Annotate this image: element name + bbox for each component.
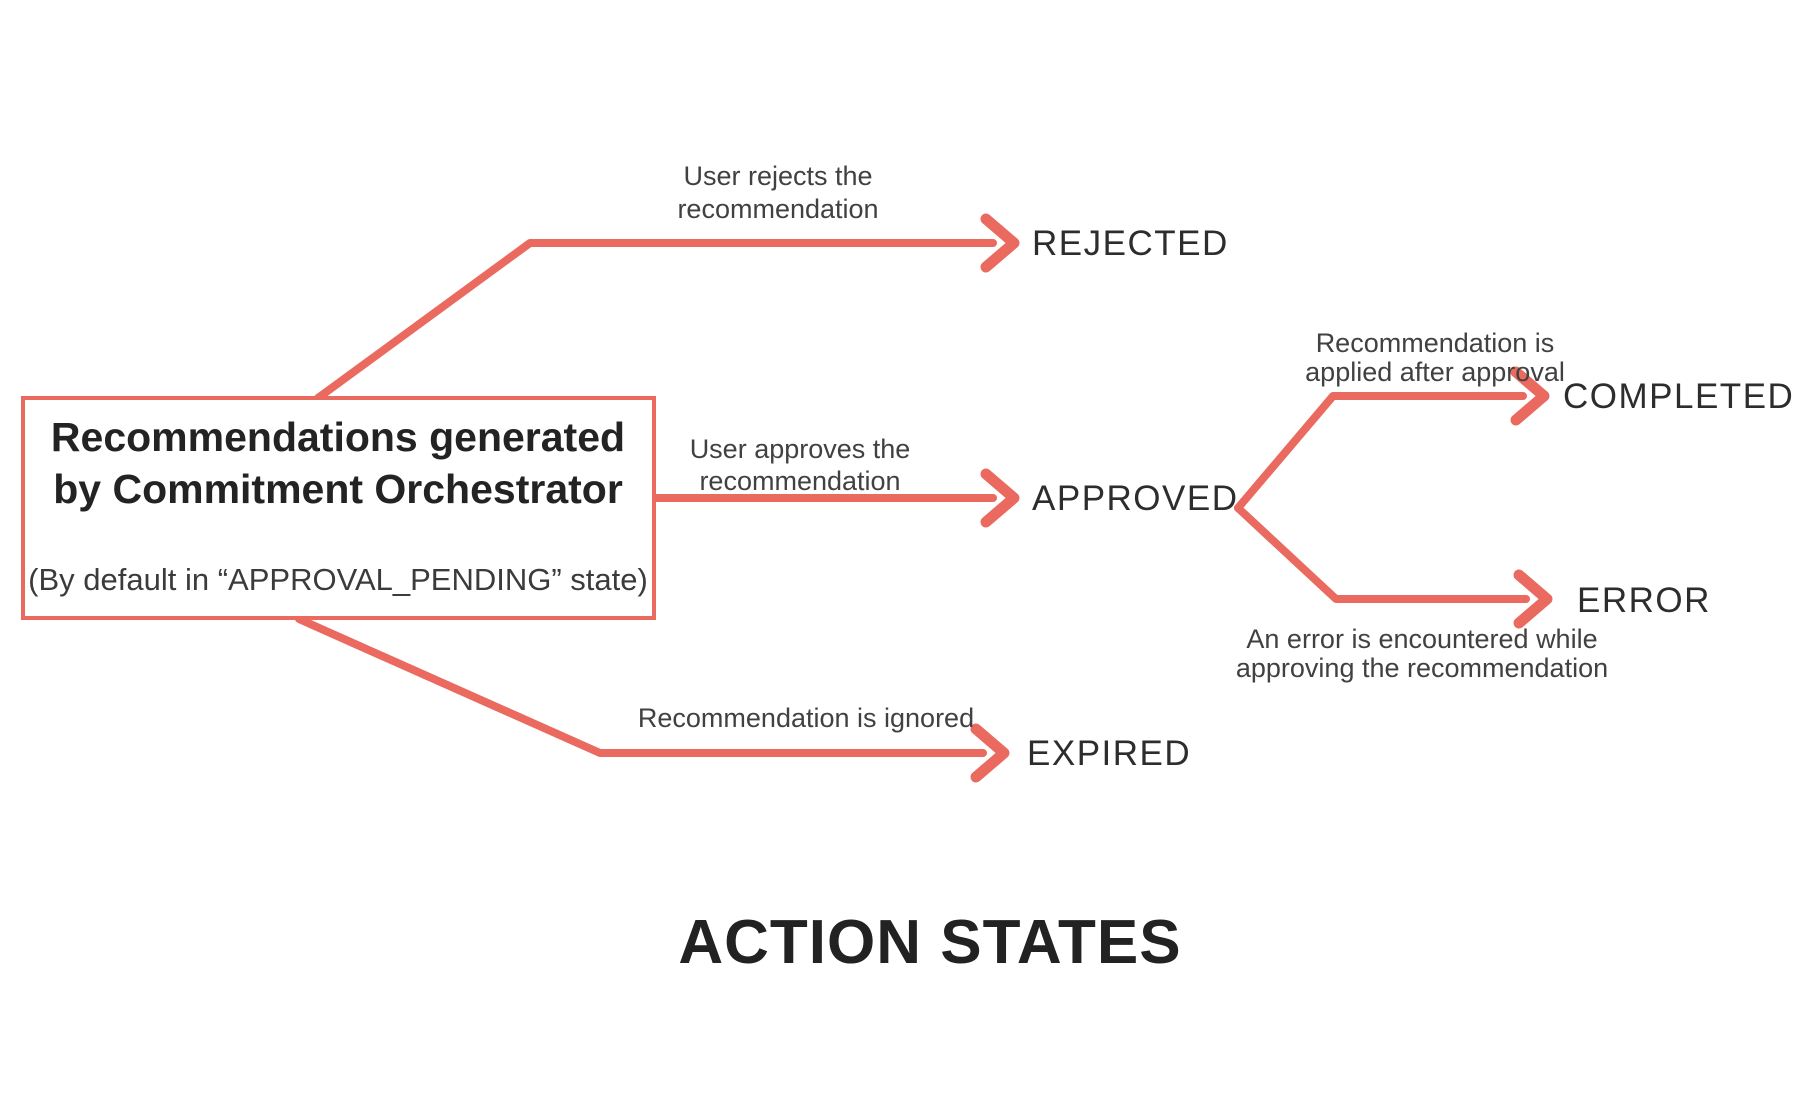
- edge-to-error-line: [1234, 504, 1530, 603]
- edge-to-expired-arrowhead-icon: [970, 723, 1010, 783]
- edge-to-expired-line: [295, 615, 987, 757]
- source-box-border: [21, 396, 656, 620]
- edge-to-rejected-arrowhead-icon: [980, 213, 1020, 273]
- edge-to-completed-arrowhead-icon: [1510, 366, 1550, 426]
- label-to-error-line1: An error is encountered while: [1246, 624, 1597, 654]
- label-to-rejected-line1: User rejects the: [683, 161, 872, 191]
- label-to-completed-line1: Recommendation is: [1316, 328, 1555, 358]
- state-expired: EXPIRED: [1027, 734, 1191, 773]
- label-to-approved-line2: recommendation: [699, 466, 900, 496]
- label-to-expired-line1: Recommendation is ignored: [638, 703, 974, 733]
- state-completed: COMPLETED: [1563, 377, 1794, 416]
- state-error: ERROR: [1577, 581, 1711, 620]
- diagram-title: ACTION STATES: [678, 908, 1181, 977]
- source-box-subtitle: (By default in “APPROVAL_PENDING” state): [28, 562, 648, 597]
- edge-labels: User rejects the recommendation User app…: [638, 161, 1608, 733]
- source-box: Recommendations generated by Commitment …: [21, 396, 656, 620]
- edge-to-completed-line: [1234, 392, 1527, 512]
- state-approved: APPROVED: [1032, 479, 1239, 518]
- edge-to-error-arrowhead-icon: [1513, 569, 1553, 629]
- edge-to-approved-arrowhead-icon: [980, 468, 1020, 528]
- source-box-title-line2: by Commitment Orchestrator: [53, 466, 623, 512]
- source-box-title-line1: Recommendations generated: [51, 414, 625, 460]
- edges: [295, 213, 1553, 783]
- label-to-approved-line1: User approves the: [690, 434, 911, 464]
- label-to-error-line2: approving the recommendation: [1236, 653, 1608, 683]
- label-to-completed-line2: applied after approval: [1305, 357, 1565, 387]
- label-to-rejected-line2: recommendation: [677, 194, 878, 224]
- state-labels: REJECTED APPROVED COMPLETED ERROR EXPIRE…: [1027, 224, 1794, 773]
- state-rejected: REJECTED: [1032, 224, 1229, 263]
- edge-to-rejected-line: [314, 239, 997, 402]
